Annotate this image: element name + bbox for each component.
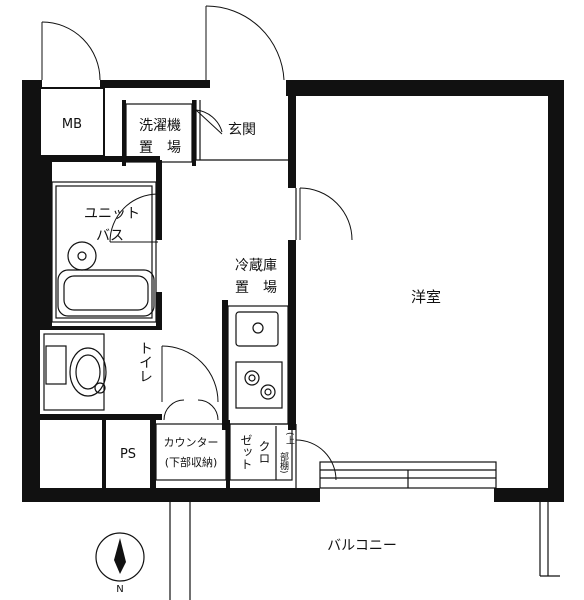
counter-box bbox=[155, 423, 227, 481]
counter-label-2: (下部収納) bbox=[165, 455, 218, 469]
interior-walls bbox=[40, 96, 296, 490]
ps-label: PS bbox=[120, 447, 136, 462]
unit-bath-label-1: ユニット bbox=[84, 206, 140, 222]
compass-north-label: N bbox=[116, 584, 123, 595]
washer-box bbox=[125, 103, 193, 163]
compass-circle bbox=[95, 532, 145, 582]
closet-label-2: ゼット bbox=[239, 434, 253, 470]
unit-bath-label-2: バス bbox=[96, 228, 124, 244]
toilet-label: トイレ bbox=[137, 341, 153, 383]
counter-label-1: カウンター bbox=[164, 436, 219, 449]
kitchen bbox=[227, 305, 289, 425]
doors bbox=[41, 5, 353, 481]
washer-label-2: 置 場 bbox=[139, 140, 181, 156]
north-arrow-icon bbox=[114, 538, 126, 574]
outer-walls bbox=[22, 80, 564, 502]
closet-box bbox=[229, 423, 293, 481]
toilet-fixture bbox=[43, 333, 107, 411]
washer-label-1: 洗濯機 bbox=[139, 118, 181, 134]
mb-label: MB bbox=[62, 117, 82, 132]
unit-bath bbox=[51, 181, 157, 323]
window bbox=[319, 461, 497, 489]
compass: N bbox=[95, 532, 145, 595]
balcony-label: バルコニー bbox=[327, 538, 397, 554]
fridge-label-2: 置 場 bbox=[235, 280, 277, 296]
balcony bbox=[169, 502, 560, 600]
upper-shelf-label-2: 部棚) bbox=[278, 451, 289, 474]
entrance-label: 玄関 bbox=[228, 121, 256, 138]
upper-shelf-label-1: (上 bbox=[284, 432, 295, 445]
mb-box bbox=[39, 87, 105, 157]
fridge-label-1: 冷蔵庫 bbox=[235, 257, 277, 274]
western-room-label: 洋室 bbox=[411, 288, 441, 306]
closet-label-1: クロ bbox=[257, 440, 271, 464]
